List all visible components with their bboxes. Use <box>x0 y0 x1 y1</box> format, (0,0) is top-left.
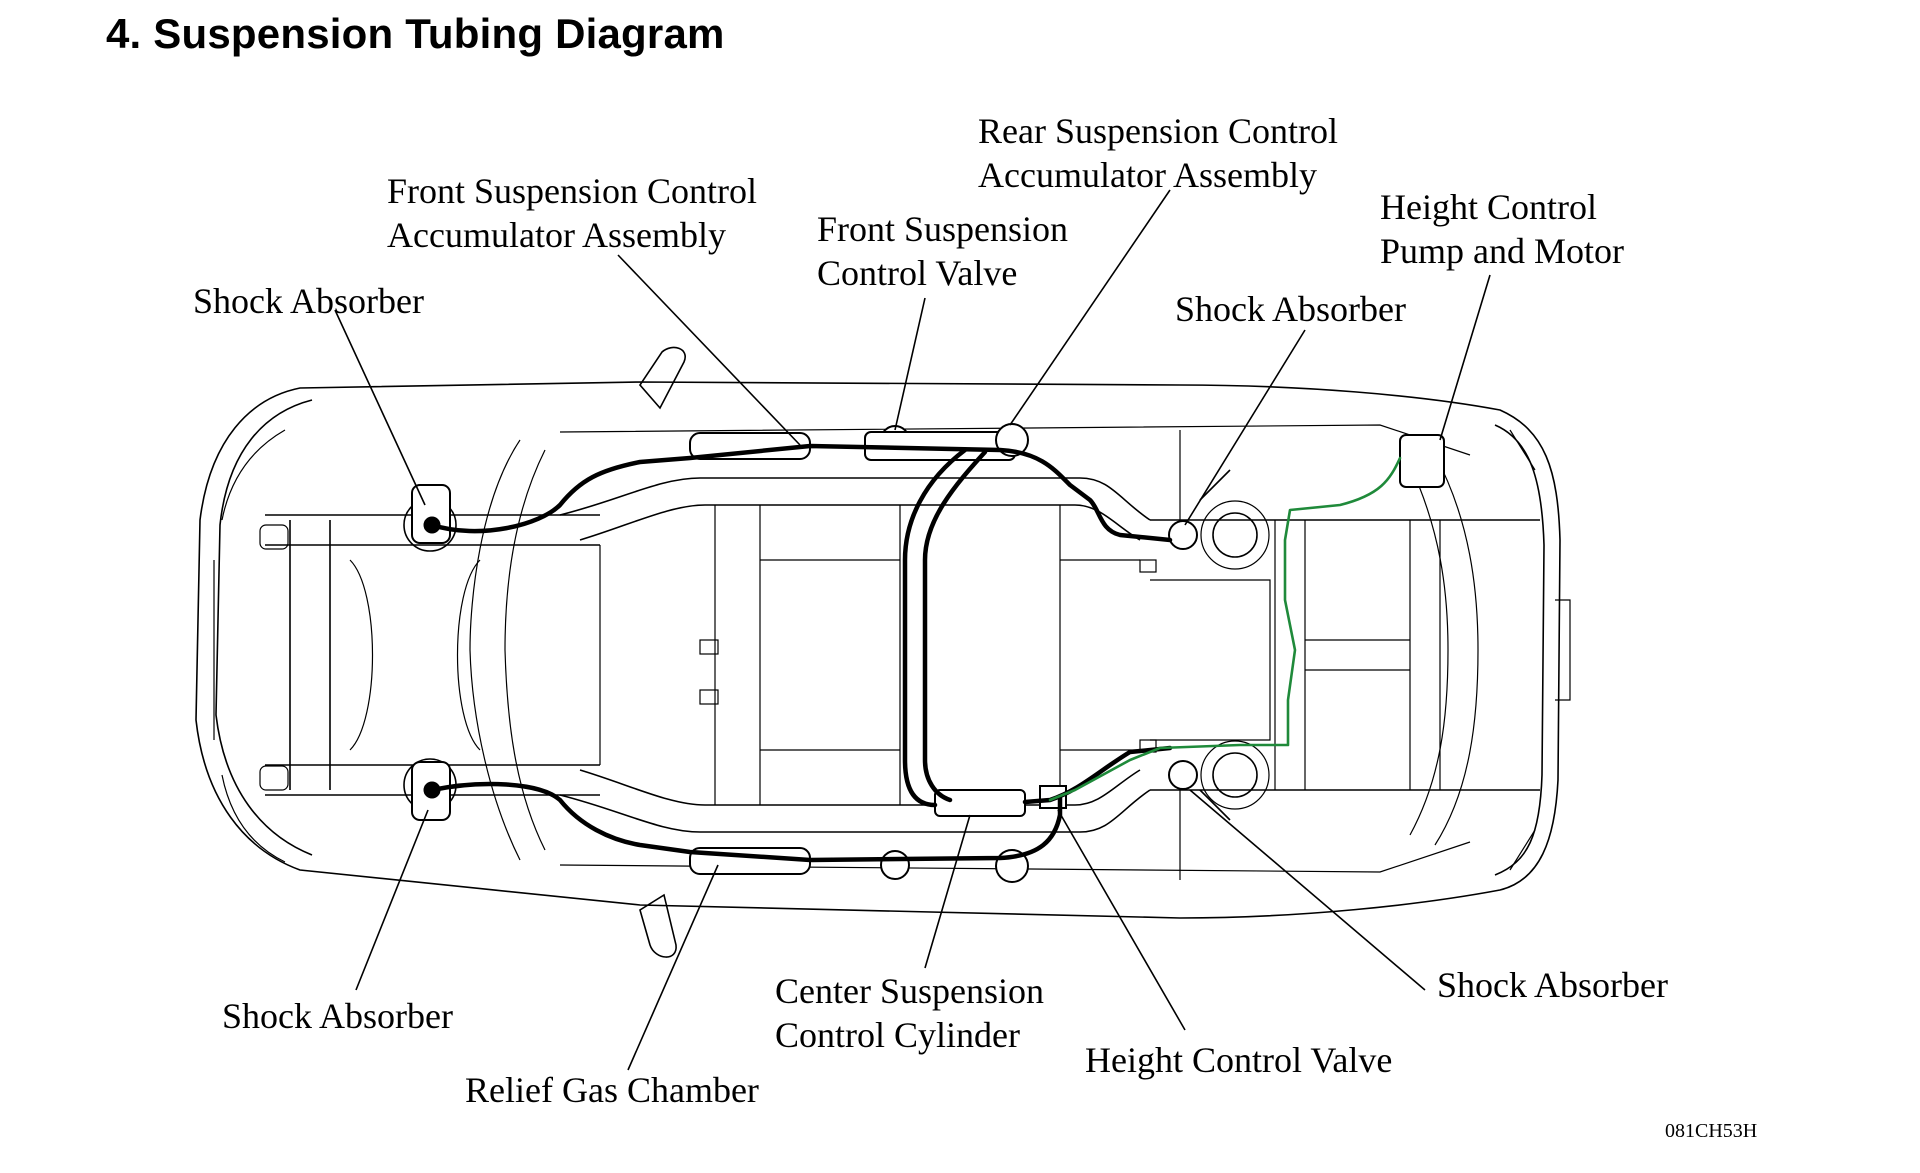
pump-line <box>1048 456 1402 802</box>
center-control-cylinder <box>934 789 1026 817</box>
components <box>411 423 1445 883</box>
leader-lines <box>334 189 1491 1071</box>
label-relief-gas-chamber: Relief Gas Chamber <box>465 1070 759 1110</box>
label-height-control-valve: Height Control Valve <box>1085 1040 1392 1080</box>
label-shock-front-right: Shock Absorber <box>222 996 453 1036</box>
rear-left-shock-absorber <box>1168 469 1231 550</box>
label-shock-rear-left: Shock Absorber <box>1175 289 1406 329</box>
label-pump-line2: Pump and Motor <box>1380 231 1624 271</box>
height-control-pump-motor <box>1399 434 1445 488</box>
hydraulic-tubing <box>429 443 1173 863</box>
rear-right-shock-absorber <box>1168 760 1231 821</box>
rear-accumulator-left <box>995 423 1029 457</box>
chassis-frame <box>259 430 1540 880</box>
label-center-cylinder-line1: Center Suspension <box>775 971 1044 1011</box>
figure-code: 081CH53H <box>1665 1120 1757 1142</box>
label-rear-accumulator-line1: Rear Suspension Control <box>978 111 1338 151</box>
vehicle-outline <box>195 346 1571 958</box>
front-left-shock-absorber <box>411 484 451 544</box>
label-shock-front-left: Shock Absorber <box>193 281 424 321</box>
label-rear-accumulator-line2: Accumulator Assembly <box>978 155 1317 195</box>
labels: Shock Absorber Front Suspension Control … <box>193 111 1757 1142</box>
label-shock-rear-right: Shock Absorber <box>1437 965 1668 1005</box>
label-front-accumulator-line2: Accumulator Assembly <box>387 215 726 255</box>
label-front-valve-line2: Control Valve <box>817 253 1017 293</box>
label-front-accumulator-line1: Front Suspension Control <box>387 171 757 211</box>
label-pump-line1: Height Control <box>1380 187 1597 227</box>
label-center-cylinder-line2: Control Cylinder <box>775 1015 1020 1055</box>
page-title: 4. Suspension Tubing Diagram <box>106 10 725 57</box>
label-front-valve-line1: Front Suspension <box>817 209 1068 249</box>
